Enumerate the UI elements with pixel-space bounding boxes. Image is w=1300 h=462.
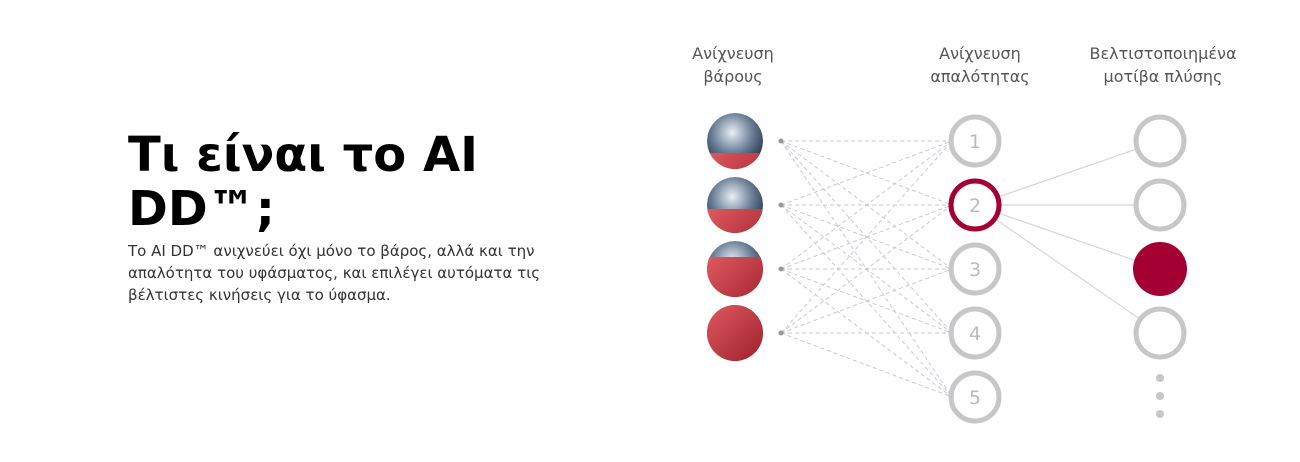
column-header-patterns: Βελτιστοποιημένα μοτίβα πλύσης	[1053, 42, 1273, 88]
column-header-weight: Ανίχνευση βάρους	[623, 42, 843, 88]
softness-level-label: 3	[969, 259, 981, 281]
header-line: απαλότητας	[930, 67, 1030, 86]
column-header-softness: Ανίχνευση απαλότητας	[870, 42, 1090, 88]
softness-node	[948, 114, 1002, 168]
softness-node	[948, 306, 1002, 360]
dashed-connection	[780, 140, 953, 270]
wash-pattern-node-selected	[1133, 242, 1187, 296]
fabric-load-image	[707, 305, 763, 361]
input-dot	[778, 330, 784, 336]
softness-level-label: 5	[969, 387, 981, 409]
softness-level-label: 4	[969, 323, 981, 345]
header-line: Βελτιστοποιημένα	[1089, 44, 1237, 63]
ellipsis-dot	[1156, 392, 1164, 400]
ellipsis-dot	[1156, 374, 1164, 382]
dashed-connection	[780, 140, 953, 206]
ellipsis-dot	[1156, 410, 1164, 418]
input-dot	[778, 138, 784, 144]
header-line: Ανίχνευση	[692, 44, 774, 63]
header-line: μοτίβα πλύσης	[1103, 67, 1223, 86]
solid-connection	[974, 140, 1161, 206]
header-line: Ανίχνευση	[939, 44, 1021, 63]
softness-node	[948, 242, 1002, 296]
wash-pattern-node	[1133, 306, 1187, 360]
page-title: Τι είναι το AI DD™;	[128, 127, 478, 237]
softness-level-label: 2	[969, 195, 981, 217]
solid-connection	[974, 204, 1161, 270]
softness-node	[948, 370, 1002, 424]
dashed-connection	[780, 140, 953, 398]
softness-level-label: 1	[969, 131, 981, 153]
wash-pattern-node	[1133, 178, 1187, 232]
header-line: βάρους	[703, 67, 763, 86]
fabric-load-image	[707, 113, 763, 169]
dashed-connection	[780, 204, 953, 334]
softness-node-selected	[948, 178, 1002, 232]
input-dot	[778, 266, 784, 272]
wash-pattern-node	[1133, 114, 1187, 168]
solid-connection	[974, 204, 1161, 334]
dashed-connection	[780, 268, 953, 334]
description: Το AI DD™ ανιχνεύει όχι μόνο το βάρος, α…	[128, 242, 541, 304]
input-dot	[778, 202, 784, 208]
dashed-connection	[780, 332, 953, 398]
dashed-connection	[780, 140, 953, 334]
